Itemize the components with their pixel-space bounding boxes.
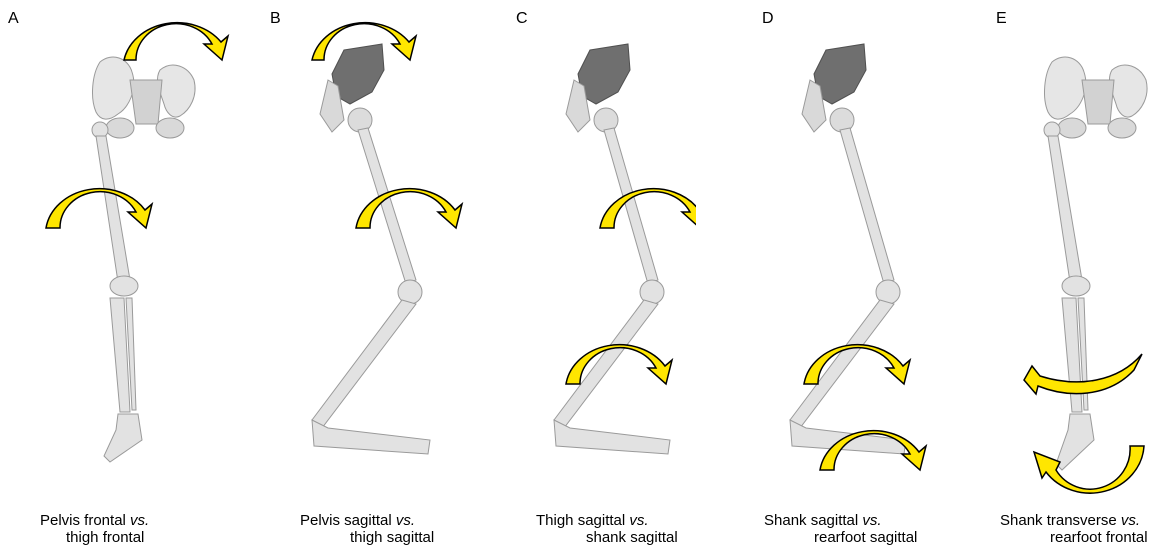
caption-vs: vs. <box>1121 512 1140 529</box>
pelvis-bone <box>1045 57 1148 138</box>
caption-line2: rearfoot sagittal <box>764 529 917 546</box>
leg-bones <box>554 128 670 454</box>
caption-line2: thigh sagittal <box>300 529 434 546</box>
pelvis-bone <box>566 44 630 132</box>
rotation-arrow-lower <box>356 189 462 228</box>
skeleton-sagittal-illustration <box>464 0 696 548</box>
caption-vs: vs. <box>629 512 648 529</box>
caption-line2: rearfoot frontal <box>1000 529 1148 546</box>
leg-bones <box>790 128 906 454</box>
rotation-arrow-lower <box>1034 446 1144 493</box>
panel-c: C Thigh sagittal vs. shank sagittal <box>464 0 696 548</box>
skeleton-sagittal-illustration <box>696 0 928 548</box>
panel-caption-a: Pelvis frontal vs. thigh frontal <box>40 512 149 546</box>
panel-caption-b: Pelvis sagittal vs. thigh sagittal <box>300 512 434 546</box>
caption-line1: Pelvis sagittal <box>300 512 392 529</box>
caption-line1: Thigh sagittal <box>536 512 625 529</box>
skeleton-frontal-illustration <box>928 0 1161 548</box>
pelvis-bone <box>802 44 866 132</box>
caption-line2: shank sagittal <box>536 529 678 546</box>
caption-vs: vs. <box>862 512 881 529</box>
caption-vs: vs. <box>396 512 415 529</box>
panel-d: D Shank sagittal vs. rearfoot sagittal <box>696 0 928 548</box>
caption-line1: Shank transverse <box>1000 512 1117 529</box>
pelvis-bone <box>93 57 196 138</box>
leg-bones <box>1044 122 1094 470</box>
panel-caption-d: Shank sagittal vs. rearfoot sagittal <box>764 512 917 546</box>
panel-a: A Pelvis frontal vs. thigh frontal <box>0 0 232 548</box>
panel-e: E Shank transverse vs. rearfoot frontal <box>928 0 1161 548</box>
skeleton-frontal-illustration <box>0 0 232 548</box>
rotation-arrow-lower <box>46 189 152 228</box>
caption-line1: Pelvis frontal <box>40 512 126 529</box>
pelvis-bone <box>320 44 384 132</box>
caption-line2: thigh frontal <box>40 529 149 546</box>
caption-line1: Shank sagittal <box>764 512 858 529</box>
rotation-arrow-upper <box>600 189 696 228</box>
rotation-arrow-upper <box>124 23 228 60</box>
panel-b: B Pelvis sagittal vs. thigh sagittal <box>232 0 464 548</box>
skeleton-sagittal-illustration <box>232 0 464 548</box>
panel-caption-c: Thigh sagittal vs. shank sagittal <box>536 512 678 546</box>
panel-caption-e: Shank transverse vs. rearfoot frontal <box>1000 512 1148 546</box>
caption-vs: vs. <box>130 512 149 529</box>
leg-bones <box>312 128 430 454</box>
leg-bones <box>92 122 142 462</box>
